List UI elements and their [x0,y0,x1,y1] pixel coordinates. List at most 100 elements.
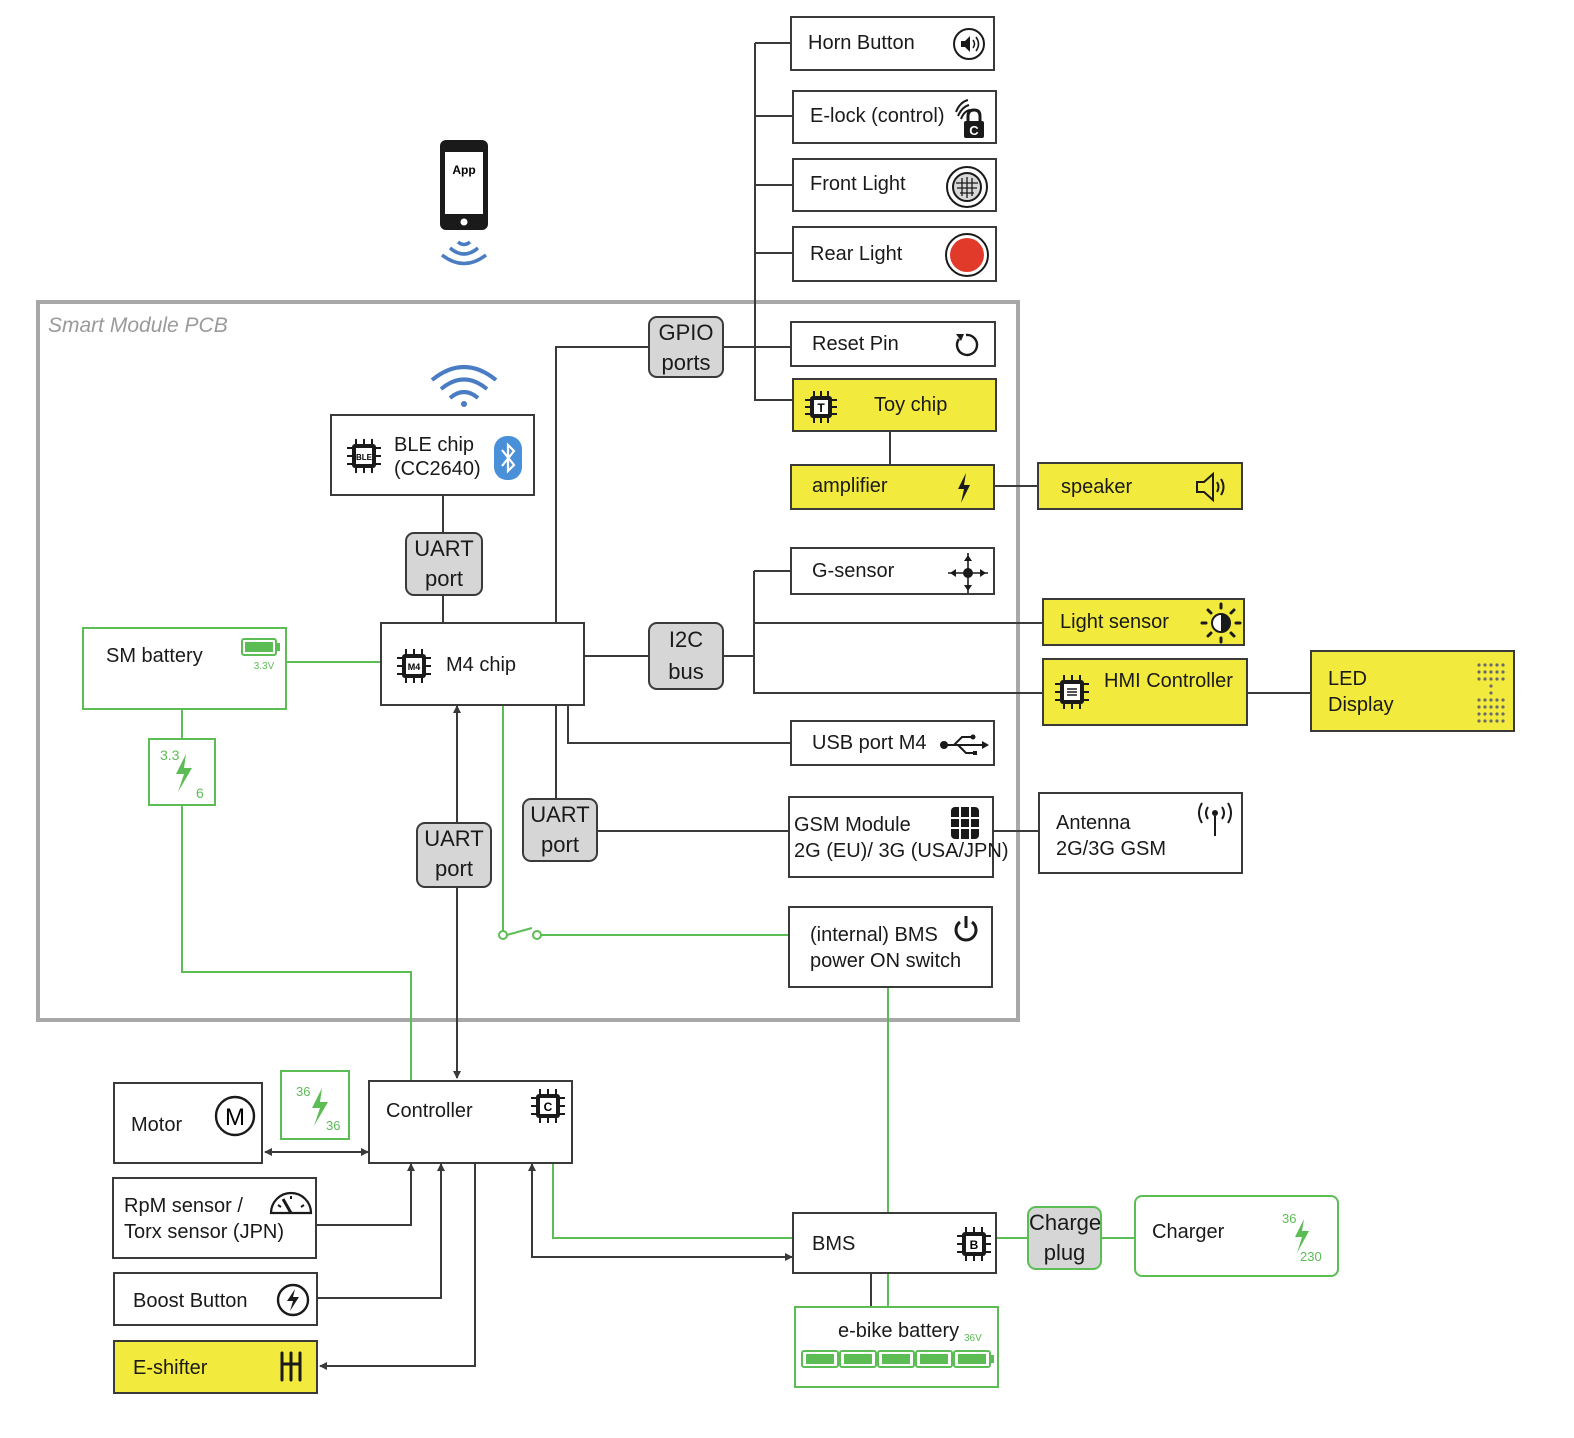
reset-pin-box[interactable]: Reset Pin [790,321,996,367]
ebike-battery-voltage: 36V [964,1333,982,1344]
antenna-box[interactable]: Antenna 2G/3G GSM [1038,792,1243,874]
rpm-sensor-box[interactable]: RpM sensor / Torx sensor (JPN) [112,1177,317,1259]
gpio-line2: ports [661,350,711,375]
chip-icon [1055,675,1089,709]
dot-matrix-icon [1477,663,1505,723]
ebike-battery-label: e-bike battery [838,1320,960,1342]
g-sensor-box[interactable]: G-sensor [790,547,995,595]
speaker-box[interactable]: speaker [1037,462,1243,510]
gauge-icon [269,1191,313,1215]
sm-battery-label: SM battery [106,645,203,667]
bms-switch-line2: power ON switch [810,950,962,972]
lightning-icon: 3.3 6 [160,747,204,801]
rpm-line1: RpM sensor / [124,1195,243,1217]
chip-icon: BLE [347,439,381,473]
power-icon [954,916,978,942]
uart-port-gsm: UART port [522,798,598,862]
hmi-controller-box[interactable]: HMI Controller [1042,658,1248,726]
amplifier-label: amplifier [812,475,888,497]
elock-badge: C [969,123,979,138]
charger-out: 230 [1300,1249,1322,1264]
antenna-line1: Antenna [1056,812,1131,834]
uart-line2: port [435,856,473,881]
charger-label: Charger [1152,1221,1225,1243]
uart-line1: UART [424,826,484,851]
charge-plug-line2: plug [1043,1240,1086,1265]
ble-badge: BLE [356,453,373,462]
elock-box[interactable]: E-lock (control) C [792,90,997,144]
gsm-module-box[interactable]: GSM Module 2G (EU)/ 3G (USA/JPN) [788,796,1008,878]
sm-battery-voltage: 3.3V [254,661,275,672]
g-sensor-label: G-sensor [812,560,895,582]
shifter-icon [280,1351,302,1382]
gpio-line1: GPIO [658,320,714,345]
uart-line2: port [541,832,579,857]
rear-light-box[interactable]: Rear Light [792,226,997,282]
controller-box[interactable]: Controller C [368,1080,573,1164]
m4-chip-box[interactable]: M4 M4 chip [380,622,585,706]
motor-label: Motor [131,1114,183,1136]
toy-chip-label: Toy chip [874,394,948,416]
conv-motor-out: 36 [326,1118,340,1133]
uart-line1: UART [530,802,590,827]
front-light-box[interactable]: Front Light [792,158,997,212]
i2c-bus: I2C bus [648,622,724,690]
toy-badge: T [817,401,825,415]
conv-motor-in: 36 [296,1084,310,1099]
toy-chip-box[interactable]: T Toy chip [792,378,997,432]
sm-battery-box[interactable]: SM battery 3.3V [82,627,287,710]
bms-box[interactable]: BMS B [792,1212,997,1274]
lightning-icon [958,473,970,503]
horn-button-label: Horn Button [808,32,915,54]
wifi-icon [430,365,498,407]
charge-plug[interactable]: Charge plug [1027,1206,1102,1270]
chip-icon: T [805,391,837,423]
pcb-frame [36,300,1020,1022]
ebike-battery-box[interactable]: e-bike battery 36V [794,1306,999,1388]
gpio-ports-bus: GPIO ports [648,316,724,378]
sun-icon [1200,602,1242,644]
uart-line2: port [425,566,463,591]
m4-chip-label: M4 chip [446,654,517,676]
rpm-line2: Torx sensor (JPN) [124,1221,285,1243]
ble-chip-line1: BLE chip [394,434,475,456]
i2c-line1: I2C [668,627,704,652]
phone-icon: App [440,140,488,266]
battery-icon: 3.3V [241,638,280,672]
bluetooth-icon [494,436,522,480]
conv-sm-out: 6 [196,785,204,801]
lightning-icon: 36 36 [296,1084,340,1133]
gsm-line1: GSM Module [794,814,911,836]
motor-box[interactable]: Motor M [113,1082,263,1164]
signal-waves-icon [440,240,488,266]
led-display-box[interactable]: LED Display [1310,650,1515,732]
crosshair-icon [948,553,988,593]
light-sensor-box[interactable]: Light sensor [1042,598,1245,646]
e-shifter-box[interactable]: E-shifter [113,1340,318,1394]
lightning-icon: 36 230 [1282,1211,1322,1264]
horn-button-box[interactable]: Horn Button [790,16,995,71]
light-sensor-label: Light sensor [1060,611,1169,633]
charger-box[interactable]: Charger 36 230 [1134,1195,1339,1277]
reset-icon [955,333,979,357]
ble-chip-box[interactable]: BLE BLE chip (CC2640) [330,414,535,496]
m4-badge: M4 [408,662,421,672]
usb-port-box[interactable]: USB port M4 [790,720,995,766]
amplifier-box[interactable]: amplifier [790,464,995,510]
controller-badge: C [544,1100,553,1114]
bms-power-switch-box[interactable]: (internal) BMS power ON switch [788,906,993,988]
uart-port-ble: UART port [405,532,483,596]
antenna-line2: 2G/3G GSM [1056,838,1167,860]
elock-label: E-lock (control) [810,105,945,127]
rear-light-label: Rear Light [810,243,903,265]
i2c-line2: bus [668,659,704,684]
gsm-line2: 2G (EU)/ 3G (USA/JPN) [794,840,1009,862]
front-light-label: Front Light [810,173,906,195]
chip-icon: B [957,1227,991,1261]
conv-sm-in: 3.3 [160,747,180,763]
boost-button-box[interactable]: Boost Button [113,1272,318,1326]
sim-icon [951,807,979,839]
controller-label: Controller [386,1100,473,1122]
motor-badge: M [225,1104,245,1131]
